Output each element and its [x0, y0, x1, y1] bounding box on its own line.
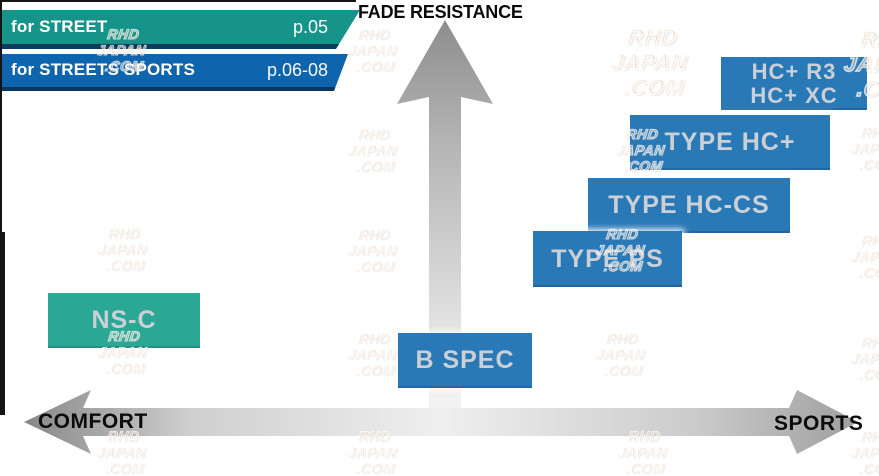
watermark-line: JAPAN [346, 141, 398, 158]
banner-for-street: for STREET p.05 [2, 10, 360, 49]
banner-for-streets-sports: for STREETS SPORTS p.06-08 [2, 54, 348, 91]
watermark-line: RHD [858, 25, 879, 52]
watermark-line: RHD [627, 427, 662, 444]
watermark-line: RHD [860, 333, 879, 350]
watermark-line: .COM [603, 361, 645, 378]
watermark-line: .COM [105, 359, 147, 376]
watermark-line: JAPAN [346, 443, 398, 460]
watermark-line: JAPAN [346, 345, 398, 362]
frame-left-border-thin [0, 0, 2, 232]
product-label: HC+ XC [750, 82, 838, 108]
watermark-line: JAPAN [849, 349, 879, 366]
b-spec-box: B SPEC [398, 333, 532, 388]
watermark-line: .COM [104, 459, 146, 476]
product-label: TYPE HC-CS [608, 191, 770, 219]
frame-left-border-thick [0, 232, 5, 415]
product-label: TYPE HC+ [664, 128, 796, 156]
watermark-line: .COM [355, 361, 397, 378]
watermark-line: JAPAN [95, 443, 147, 460]
banner-for-street-page: p.05 [292, 16, 328, 37]
watermark-line: .COM [858, 263, 879, 280]
type-ps-box: TYPE PS [533, 231, 682, 287]
watermark-line: .COM [858, 155, 879, 172]
watermark-line: .COM [625, 459, 667, 476]
watermark-line: RHD [605, 329, 640, 346]
banner-for-street-label: for STREET [11, 17, 108, 36]
watermark-line: RHD [357, 427, 392, 444]
watermark-line: RHD [357, 125, 392, 142]
watermark-line: JAPAN [849, 139, 879, 156]
watermark-line: .COM [355, 57, 397, 74]
watermark-line: RHD [357, 225, 392, 242]
banner-for-streets-sports-page: p.06-08 [266, 59, 328, 80]
watermark-line: .COM [858, 459, 879, 476]
watermark-line: .COM [355, 157, 397, 174]
watermark-line: RHD [625, 23, 679, 50]
watermark-line: JAPAN [594, 345, 646, 362]
product-label: TYPE PS [551, 244, 664, 273]
comfort-sports-arrow [24, 390, 858, 454]
watermark-line: .COM [622, 73, 687, 100]
watermark-line: .COM [858, 365, 879, 382]
watermark-line: RHD [357, 25, 392, 42]
comfort-axis-label: COMFORT [38, 410, 148, 433]
watermark-line: JAPAN [609, 48, 690, 75]
watermark-line: JAPAN [849, 247, 879, 264]
product-label: HC+ R3 [751, 58, 837, 84]
watermark-line: .COM [355, 459, 397, 476]
banner-for-streets-sports-label: for STREETS SPORTS [11, 60, 196, 79]
sports-axis-label: SPORTS [774, 412, 864, 435]
watermark-line: JAPAN [346, 241, 398, 258]
watermark-line: JAPAN [346, 41, 398, 58]
watermark-line: JAPAN [616, 443, 668, 460]
watermark-line: RHD [357, 329, 392, 346]
watermark-line: RHD [107, 224, 142, 241]
frame-top-border [0, 0, 356, 2]
type-hc-plus-box: TYPE HC+ [630, 115, 830, 170]
watermark-line: RHD [860, 123, 879, 140]
product-label: NS-C [91, 306, 157, 334]
watermark-line: JAPAN [96, 240, 148, 257]
watermark-line: RHD [860, 231, 879, 248]
type-hc-cs-box: TYPE HC-CS [588, 178, 790, 233]
ns-c-box: NS-C [48, 293, 200, 348]
product-label: B SPEC [415, 346, 515, 374]
watermark-line: .COM [355, 257, 397, 274]
fade-resistance-axis-label: FADE RESISTANCE [358, 2, 523, 22]
watermark-line: JAPAN [849, 443, 879, 460]
watermark-line: .COM [105, 256, 147, 273]
